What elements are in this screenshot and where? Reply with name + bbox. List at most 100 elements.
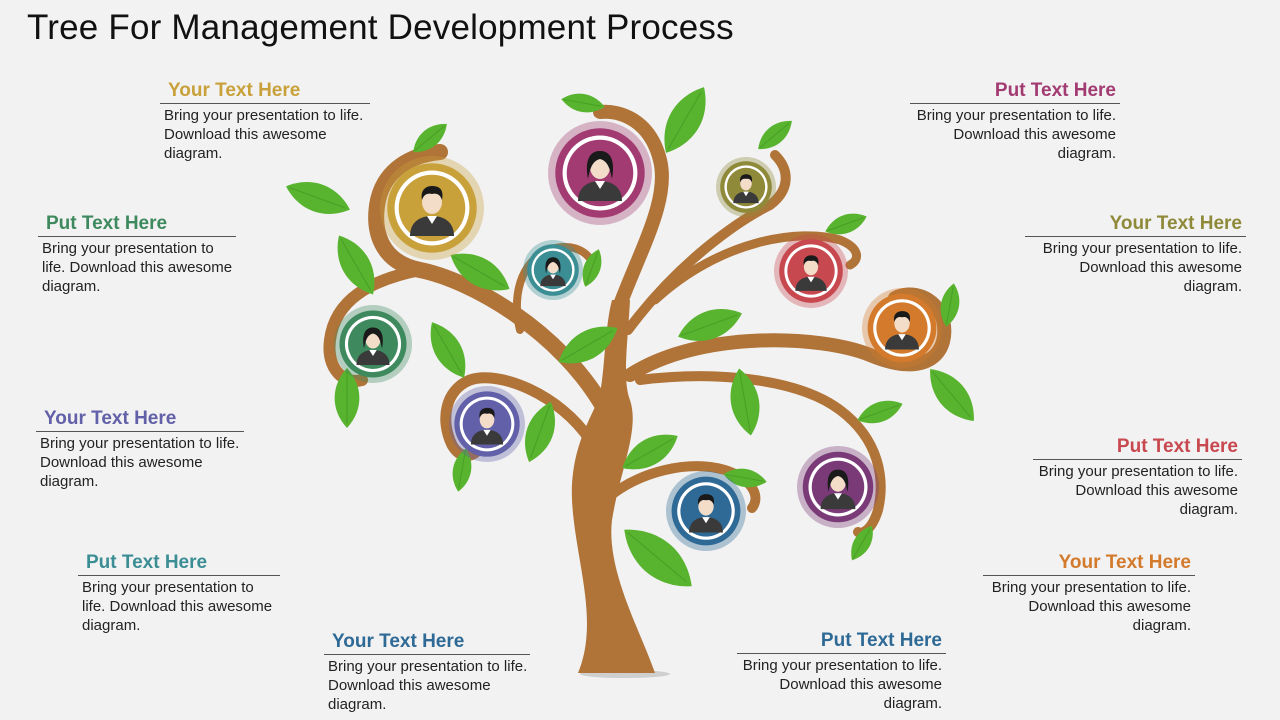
leaf-14 [825, 213, 867, 235]
leaf-vein [340, 238, 371, 291]
leaf-21 [622, 434, 678, 470]
person-face [698, 497, 714, 516]
person-collar [807, 276, 815, 283]
person-circle-9 [797, 446, 879, 528]
leaf-vein [859, 404, 900, 420]
member-circles [334, 121, 942, 551]
leaf-12 [664, 87, 706, 153]
text-block-body: Bring your presentation to life. Downloa… [42, 240, 233, 295]
text-block-2: Put Text Here Bring your presentation to… [910, 80, 1120, 163]
leaf-vein [414, 125, 445, 152]
text-block-9: Your Text Here Bring your presentation t… [324, 631, 530, 714]
leaves [286, 87, 974, 587]
leaf-23 [624, 529, 692, 587]
leaf-17 [857, 400, 903, 424]
leaf-vein [289, 187, 346, 209]
person-circle-2 [548, 121, 652, 225]
text-block-heading: Your Text Here [36, 408, 244, 432]
person-face [422, 190, 442, 214]
text-block-body: Bring your presentation to life. Downloa… [40, 435, 240, 490]
text-block-1: Your Text Here Bring your presentation t… [160, 80, 370, 163]
person-icon [689, 494, 723, 533]
person-collar [702, 517, 710, 524]
leaf-vein [627, 532, 687, 583]
leaf-vein [561, 330, 614, 361]
person-body [356, 350, 390, 365]
tree-trunk-and-branches [323, 104, 952, 678]
leaf-3 [337, 235, 375, 295]
leaf-vein [453, 256, 506, 287]
person-body [733, 191, 759, 204]
person-body [795, 276, 827, 291]
person-circle-1 [380, 156, 484, 260]
trunk [571, 300, 655, 673]
person-collar [743, 191, 749, 197]
person-circle-5 [774, 234, 848, 308]
leaf-1 [413, 123, 447, 153]
person-icon [410, 186, 454, 236]
person-hair [586, 151, 614, 179]
text-block-3: Put Text Here Bring your presentation to… [38, 213, 236, 296]
leaf-vein [946, 286, 954, 325]
branch-9 [635, 371, 886, 538]
person-circle-6 [862, 288, 942, 368]
leaf-vein [681, 314, 738, 336]
text-block-body: Bring your presentation to life. Downloa… [328, 658, 528, 713]
person-face [803, 258, 819, 276]
text-block-body: Bring your presentation to life. Downloa… [742, 657, 942, 712]
person-hair [421, 186, 443, 200]
text-block-5: Your Text Here Bring your presentation t… [36, 408, 244, 491]
branch-10 [600, 461, 761, 513]
leaf-22 [723, 468, 767, 488]
person-collar [369, 350, 377, 356]
leaf-vein [624, 437, 674, 467]
leaf-vein [433, 324, 463, 374]
person-body [470, 429, 504, 445]
person-hair [740, 174, 753, 183]
leaf-vein [585, 251, 599, 286]
person-hair [827, 469, 849, 492]
text-block-heading: Put Text Here [737, 630, 946, 654]
leaf-16 [730, 368, 760, 436]
person-collar [550, 274, 556, 280]
person-icon [885, 311, 919, 350]
leaf-vein [827, 217, 864, 232]
leaf-vein [931, 371, 971, 418]
text-block-body: Bring your presentation to life. Downloa… [82, 579, 273, 634]
person-collar [427, 216, 437, 224]
leaf-15 [678, 309, 742, 341]
text-block-heading: Put Text Here [910, 80, 1120, 104]
person-circle-7 [334, 305, 412, 383]
leaf-vein [530, 404, 551, 458]
leaf-vein [739, 371, 751, 431]
text-block-10: Put Text Here Bring your presentation to… [737, 630, 946, 713]
leaf-vein [725, 474, 764, 482]
leaf-vein [563, 99, 602, 107]
leaf-2 [286, 182, 350, 214]
text-block-heading: Put Text Here [1033, 436, 1242, 460]
page-title: Tree For Management Development Process [27, 8, 734, 47]
person-face [479, 410, 495, 429]
leaf-13 [758, 120, 792, 150]
text-block-body: Bring your presentation to life. Downloa… [164, 107, 364, 162]
text-block-heading: Your Text Here [160, 80, 370, 104]
person-icon [820, 469, 856, 510]
text-block-heading: Your Text Here [324, 631, 530, 655]
leaf-7 [525, 401, 555, 463]
branch-8 [623, 287, 952, 382]
leaf-8 [452, 448, 472, 492]
text-block-heading: Your Text Here [1025, 213, 1246, 237]
text-block-body: Bring your presentation to life. Downloa… [916, 107, 1116, 162]
leaf-19 [940, 283, 960, 327]
leaf-4 [334, 368, 360, 428]
text-block-4: Your Text Here Bring your presentation t… [1025, 213, 1246, 296]
person-body [540, 274, 566, 287]
person-body [820, 493, 856, 510]
person-icon [795, 255, 827, 291]
person-circle-3 [716, 157, 776, 217]
person-icon [578, 151, 622, 201]
person-body [885, 334, 919, 350]
leaf-20 [851, 525, 873, 561]
branch-5 [593, 104, 669, 317]
